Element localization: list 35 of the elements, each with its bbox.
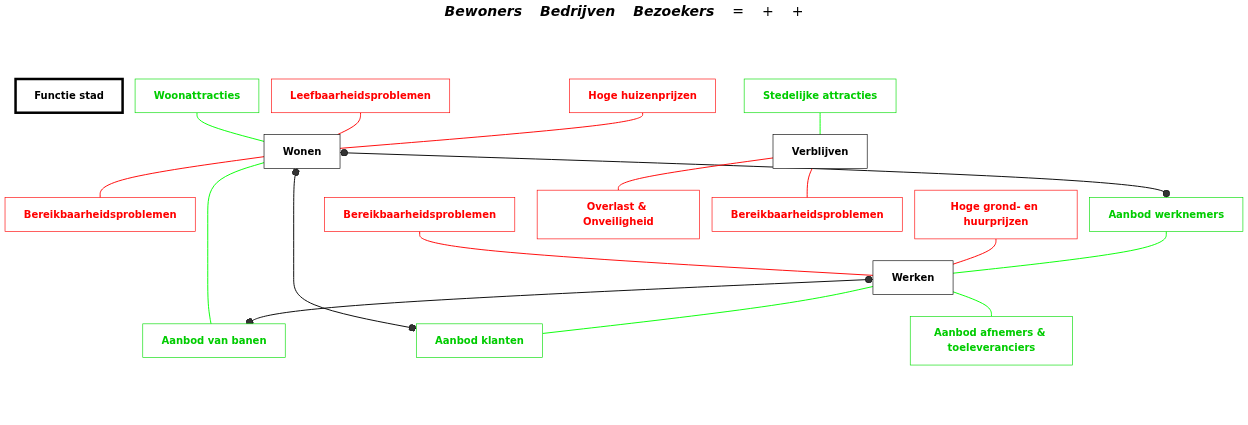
node-box: Overlast & Onveiligheid bbox=[536, 189, 700, 240]
connector bbox=[617, 157, 774, 191]
node-box: Bereikbaarheidsproblemen bbox=[4, 197, 196, 232]
connector bbox=[952, 230, 1167, 274]
connector bbox=[806, 167, 813, 199]
connector bbox=[952, 238, 997, 265]
node-box: Aanbod van banen bbox=[142, 323, 286, 358]
node-box: Woonattracties bbox=[134, 78, 260, 113]
node-box: Wonen bbox=[263, 134, 341, 169]
node-box: Werken bbox=[872, 260, 954, 295]
node-box: Bereikbaarheidsproblemen bbox=[324, 197, 516, 232]
node-box: Aanbod klanten bbox=[416, 323, 543, 358]
connector bbox=[196, 112, 265, 142]
connector bbox=[339, 112, 644, 149]
node-box: Hoge grond- en huurprijzen bbox=[914, 189, 1078, 240]
operator-sign: = bbox=[732, 3, 744, 19]
node-box: Leefbaarheidsproblemen bbox=[271, 78, 451, 113]
connector bbox=[337, 112, 362, 135]
operator-sign: + bbox=[791, 3, 804, 19]
connector bbox=[99, 156, 265, 199]
node-box: Aanbod afnemers & toeleveranciers bbox=[909, 316, 1073, 366]
connector bbox=[542, 286, 874, 334]
connector bbox=[952, 291, 992, 317]
node-box: Bereikbaarheidsproblemen bbox=[711, 197, 903, 232]
node-box: Hoge huizenprijzen bbox=[569, 78, 717, 113]
node-box: Functie stad bbox=[14, 77, 124, 114]
operator-sign: + bbox=[761, 3, 774, 19]
node-box: Stedelijke attracties bbox=[743, 78, 897, 113]
node-box: Verblijven bbox=[772, 134, 868, 169]
connector bbox=[207, 162, 265, 325]
column-heading: Bedrijven bbox=[539, 3, 616, 19]
column-heading: Bezoekers bbox=[633, 3, 715, 19]
node-box: Aanbod werknemers bbox=[1089, 197, 1244, 232]
column-heading: Bewoners bbox=[444, 3, 522, 19]
connector bbox=[419, 230, 874, 276]
